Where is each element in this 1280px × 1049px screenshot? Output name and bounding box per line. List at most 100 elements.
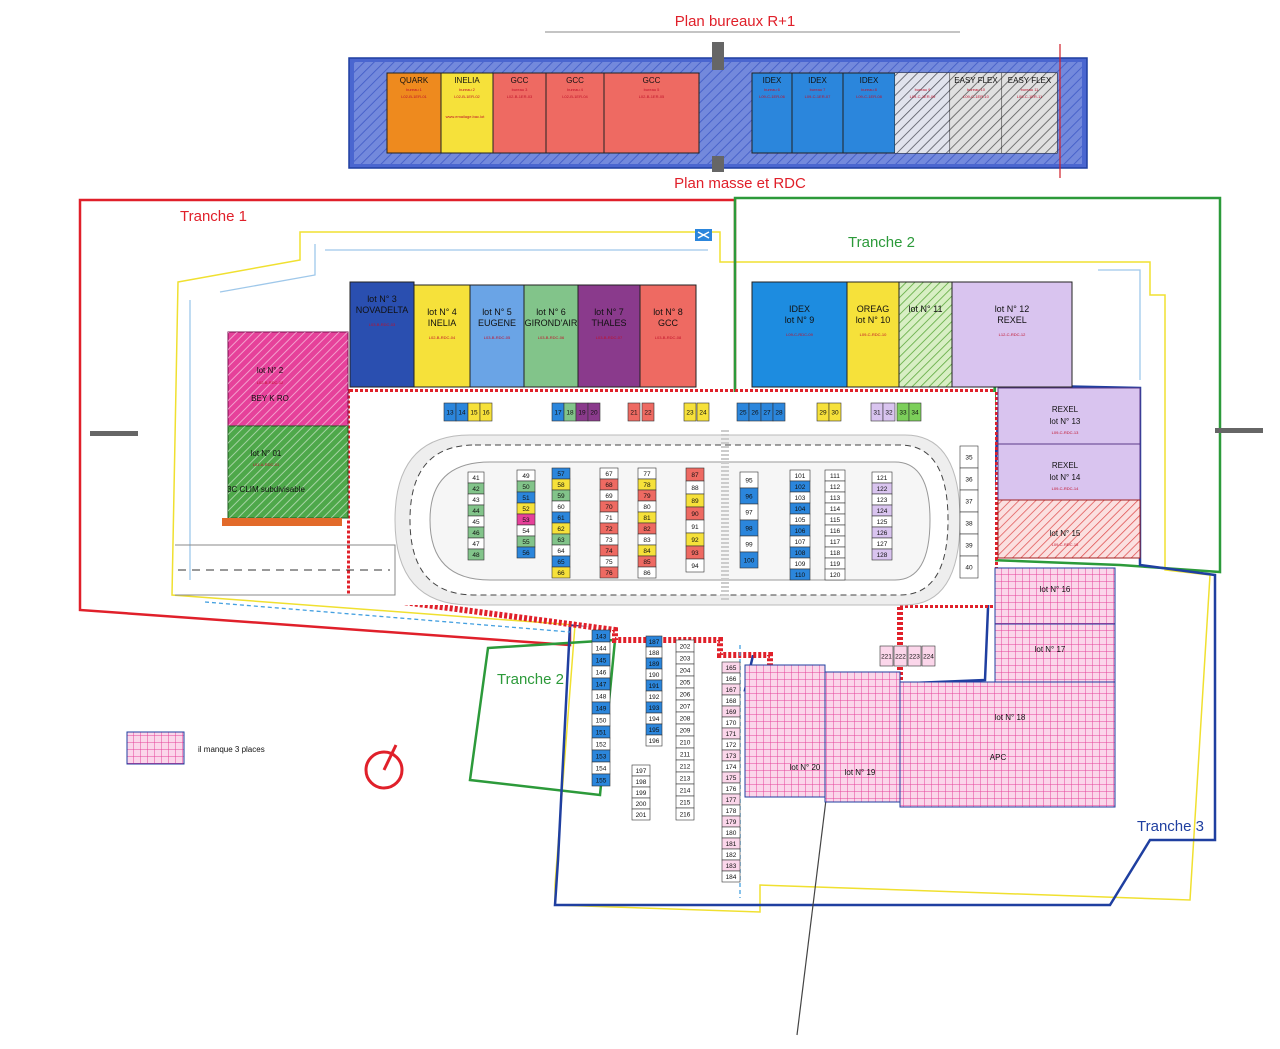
parking-number: 87 (691, 472, 699, 479)
parking-number: 177 (726, 797, 737, 804)
parking-space: 207 (675, 699, 695, 713)
parking-number: 36 (965, 476, 973, 483)
parking-number: 14 (458, 409, 466, 416)
parking-space: 216 (675, 807, 695, 821)
parking-number: 95 (745, 477, 753, 484)
parking-number: 22 (644, 409, 652, 416)
parking-number: 59 (557, 493, 565, 500)
upper-office-name: GCC (643, 76, 661, 85)
parking-number: 122 (877, 486, 888, 493)
parking-space: 40 (959, 555, 979, 579)
parking-number: 17 (554, 409, 562, 416)
parking-space: 105 (789, 513, 811, 526)
parking-space: 124 (871, 504, 893, 517)
parking-number: 90 (691, 511, 699, 518)
access-sign-icon (695, 229, 712, 241)
tranche-1-label: Tranche 1 (180, 208, 247, 225)
parking-space: 204 (675, 663, 695, 677)
parking-number: 150 (596, 717, 607, 724)
east-lot-ref: L09-C-RDC-15 (1052, 542, 1079, 547)
parking-number: 118 (830, 550, 841, 557)
parking-number: 194 (649, 716, 660, 723)
parking-number: 94 (691, 563, 699, 570)
parking-number: 181 (726, 841, 737, 848)
parking-number: 223 (909, 653, 920, 660)
parking-number: 115 (830, 517, 841, 524)
parking-number: 145 (596, 657, 607, 664)
ground-lot-label: lot N° 11 (909, 304, 943, 314)
parking-number: 77 (643, 471, 651, 478)
parking-space: 56 (516, 546, 536, 559)
parking-number: 47 (472, 541, 480, 548)
ground-lot-label: OREAG (857, 304, 890, 314)
parking-number: 206 (680, 691, 691, 698)
parking-space: 203 (675, 651, 695, 665)
parking-number: 53 (522, 517, 530, 524)
parking-number: 209 (680, 727, 691, 734)
parking-space: 62 (551, 522, 571, 535)
parking-space: 144 (591, 641, 611, 655)
legend: il manque 3 places (126, 731, 265, 765)
ground-lot-ref: L12-C-RDC-12 (999, 332, 1026, 337)
parking-space: 213 (675, 771, 695, 785)
east-lot-name: REXEL (1052, 405, 1079, 414)
ground-lot-name: GCC (658, 318, 679, 328)
parking-number: 183 (726, 863, 737, 870)
parking-space: 92 (685, 532, 705, 547)
parking-space: 33 (896, 402, 910, 422)
parking-number: 125 (877, 519, 888, 526)
parking-space: 120 (824, 568, 846, 581)
parking-number: 26 (751, 409, 759, 416)
parking-number: 170 (726, 720, 737, 727)
parking-space: 90 (685, 506, 705, 521)
upper-floor-title: Plan bureaux R+1 (675, 13, 796, 30)
parking-number: 89 (691, 498, 699, 505)
parking-space: 85 (637, 555, 657, 568)
tranche-2-boundary-south (468, 638, 617, 797)
parking-number: 108 (795, 550, 806, 557)
parking-space: 202 (675, 639, 695, 653)
upper-office-name: QUARK (400, 76, 429, 85)
parking-number: 149 (596, 705, 607, 712)
parking-number: 69 (605, 493, 613, 500)
parking-number: 72 (605, 526, 613, 533)
parking-number: 56 (522, 550, 530, 557)
parking-space: 39 (959, 533, 979, 557)
upper-office-ref: L09-C-1ER-06 (759, 94, 786, 99)
parking-space: 109 (789, 557, 811, 570)
parking-space: 26 (748, 402, 762, 422)
parking-space: 100 (739, 551, 759, 569)
parking-space: 37 (959, 489, 979, 513)
parking-space: 31 (870, 402, 884, 422)
parking-space: 171 (721, 727, 741, 740)
parking-space: 35 (959, 445, 979, 469)
parking-space: 59 (551, 489, 571, 502)
parking-number: 79 (643, 493, 651, 500)
parking-space: 32 (882, 402, 896, 422)
parking-space: 115 (824, 513, 846, 526)
upper-floor-note: www.emailage.bac.lot (446, 114, 486, 119)
parking-number: 198 (636, 779, 647, 786)
parking-number: 110 (795, 572, 806, 579)
parking-number: 20 (590, 409, 598, 416)
parking-number: 175 (726, 775, 737, 782)
parking-number: 116 (830, 528, 841, 535)
parking-space: 98 (739, 519, 759, 537)
parking-space: 60 (551, 500, 571, 513)
lot-2-ref: L02-B-RDC-02 (257, 380, 284, 385)
parking-number: 67 (605, 471, 613, 478)
parking-space: 51 (516, 491, 536, 504)
parking-number: 74 (605, 548, 613, 555)
parking-number: 85 (643, 559, 651, 566)
parking-number: 114 (830, 506, 841, 513)
parking-space: 61 (551, 511, 571, 524)
